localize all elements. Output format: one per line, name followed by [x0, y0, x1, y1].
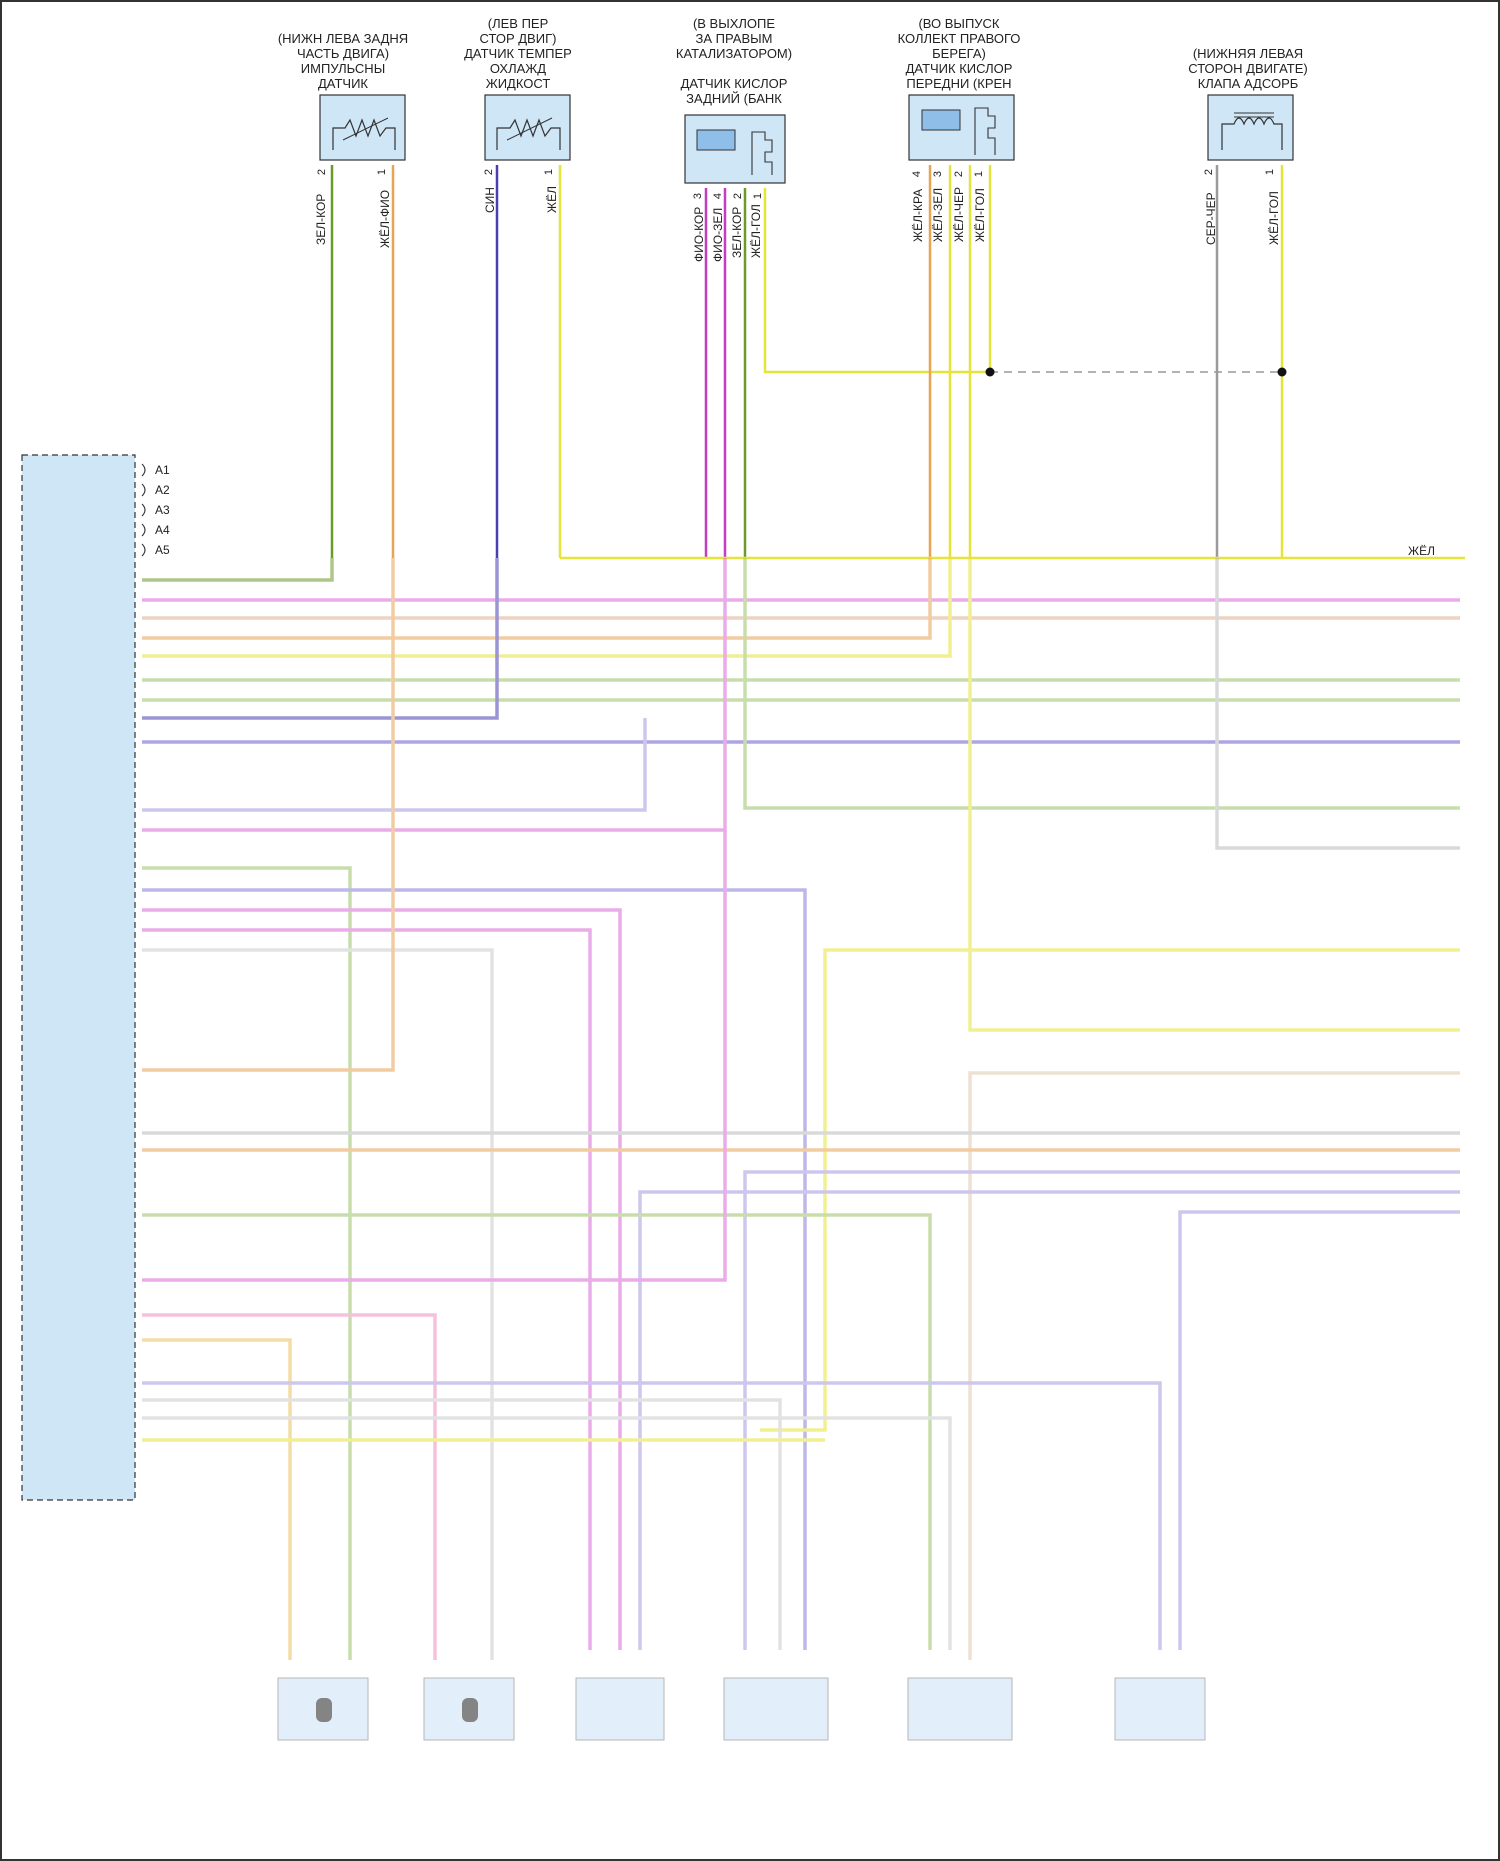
bottom-sensor-4 [724, 1678, 828, 1740]
o2-front-caption-4: ДАТЧИК КИСЛОР [906, 61, 1013, 76]
evap-caption-3: КЛАПА АДСОРБ [1198, 76, 1299, 91]
o2-front-pin-3: 3 [932, 171, 944, 177]
crank-wire-label-1: ЖЁЛ-ФИО [378, 190, 392, 248]
module-pin-a3: A3 [155, 503, 170, 517]
o2-rear-pin-4: 4 [712, 193, 724, 199]
evap-pin-1: 1 [1264, 169, 1276, 175]
evap-caption-1: (НИЖНЯЯ ЛЕВАЯ [1193, 46, 1303, 61]
o2-front-caption-1: (ВО ВЫПУСК [918, 16, 999, 31]
ect-pin-2: 2 [483, 169, 495, 175]
o2-front-caption-5: ПЕРЕДНИ (КРЕН [906, 76, 1011, 91]
o2-front-caption-3: БЕРЕГА) [932, 46, 986, 61]
crank-wire-label-2: ЗЕЛ-КОР [314, 194, 328, 245]
right-bus-label: ЖЁЛ [1408, 544, 1435, 558]
o2-rear-wire-label-4: ФИО-ЗЕЛ [711, 208, 725, 262]
ect-caption-2: СТОР ДВИГ) [480, 31, 557, 46]
o2-rear-pin-3: 3 [692, 193, 704, 199]
sensor-element-icon [316, 1698, 332, 1722]
o2-rear-pin-1: 1 [752, 193, 764, 199]
crank-caption-2: ЧАСТЬ ДВИГА) [297, 46, 389, 61]
o2-front-wire-label-3: ЖЁЛ-ЗЕЛ [931, 188, 945, 242]
module-pin-a4: A4 [155, 523, 170, 537]
ect-pin-1: 1 [543, 169, 555, 175]
o2-front-pin-2: 2 [953, 171, 965, 177]
ect-wire-label-2: СИН [483, 187, 497, 213]
o2-rear-caption-2: ЗА ПРАВЫМ [696, 31, 773, 46]
control-module-body [22, 455, 135, 1500]
o2-rear-wire-label-3: ФИО-КОР [692, 207, 706, 262]
o2-rear-caption-6: ЗАДНИЙ (БАНК [686, 91, 782, 106]
sensor-element-icon [462, 1698, 478, 1722]
evap-wire-label-1: ЖЁЛ-ГОЛ [1267, 191, 1281, 245]
ect-caption-4: ОХЛАЖД [490, 61, 546, 76]
crank-pin-1: 1 [376, 169, 388, 175]
bottom-sensor-6 [1115, 1678, 1205, 1740]
o2-rear-pin-2: 2 [732, 193, 744, 199]
evap-pin-2: 2 [1203, 169, 1215, 175]
o2-element-icon [697, 130, 735, 150]
o2-front-pin-1: 1 [973, 171, 985, 177]
o2-rear-caption-3: КАТАЛИЗАТОРОМ) [676, 46, 792, 61]
o2-rear-wire-label-2: ЗЕЛ-КОР [730, 207, 744, 258]
bottom-sensor-5 [908, 1678, 1012, 1740]
o2-rear-wire-label-1: ЖЁЛ-ГОЛ [749, 204, 763, 258]
evap-solenoid-body [1208, 95, 1293, 160]
crank-caption-4: ДАТЧИК [318, 76, 368, 91]
o2-front-wire-label-4: ЖЁЛ-КРА [911, 189, 925, 242]
ect-wire-label-1: ЖЁЛ [545, 186, 559, 213]
module-pin-a2: A2 [155, 483, 170, 497]
splice-dot [986, 368, 995, 377]
ect-caption-5: ЖИДКОСТ [486, 76, 551, 91]
module-pin-a5: A5 [155, 543, 170, 557]
o2-front-wire-label-1: ЖЁЛ-ГОЛ [973, 188, 987, 242]
bottom-sensor-3 [576, 1678, 664, 1740]
module-pin-a1: A1 [155, 463, 170, 477]
o2-front-pin-4: 4 [911, 171, 923, 177]
splice-dot [1278, 368, 1287, 377]
crank-caption-1: (НИЖН ЛЕВА ЗАДНЯ [278, 31, 408, 46]
o2-element-icon [922, 110, 960, 130]
ect-caption-1: (ЛЕВ ПЕР [488, 16, 549, 31]
o2-front-caption-2: КОЛЛЕКТ ПРАВОГО [898, 31, 1021, 46]
crank-caption-3: ИМПУЛЬСНЫ [301, 61, 385, 76]
o2-front-wire-label-2: ЖЁЛ-ЧЕР [952, 187, 966, 242]
evap-caption-2: СТОРОН ДВИГАТЕ) [1188, 61, 1308, 76]
crank-pin-2: 2 [316, 169, 328, 175]
o2-rear-caption-1: (В ВЫХЛОПЕ [693, 16, 775, 31]
ect-caption-3: ДАТЧИК ТЕМПЕР [464, 46, 572, 61]
o2-rear-caption-5: ДАТЧИК КИСЛОР [681, 76, 788, 91]
